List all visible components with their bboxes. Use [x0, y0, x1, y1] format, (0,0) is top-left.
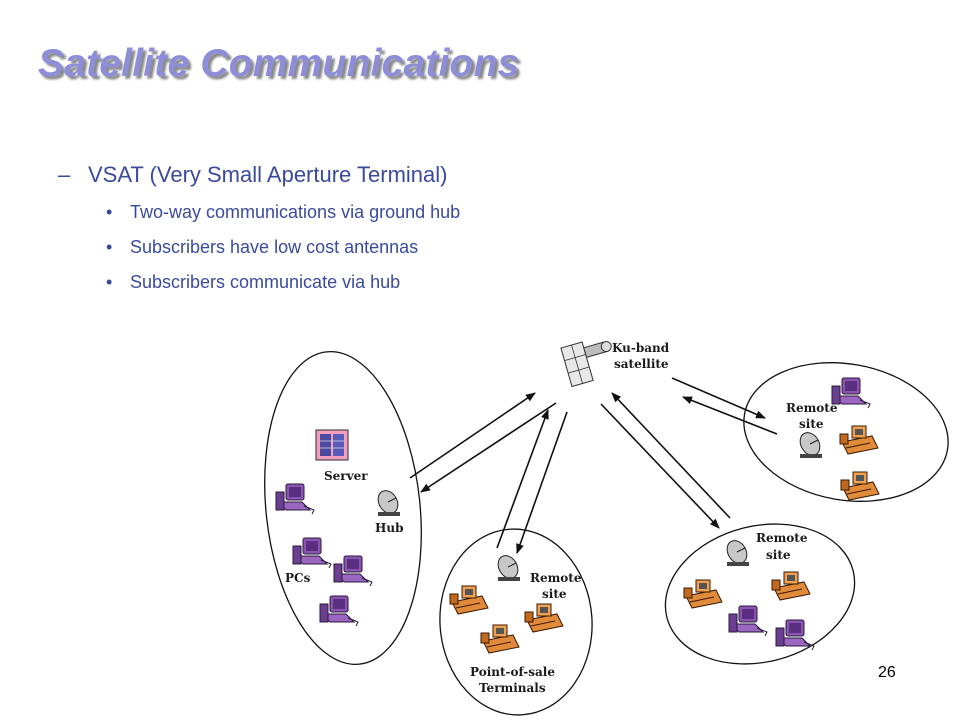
sub-bullet: • Subscribers communicate via hub — [106, 270, 530, 295]
computer-icon — [333, 555, 373, 587]
remote-label-line1: Remote — [786, 401, 838, 415]
pos-terminal-icon — [449, 585, 489, 615]
link-arrow — [516, 411, 568, 554]
dash-marker: – — [58, 162, 71, 187]
pos-label-line2: Terminals — [479, 681, 546, 695]
computer-icon — [831, 377, 871, 409]
satellite-icon — [560, 341, 612, 388]
sub-bullet: • Subscribers have low cost antennas — [106, 235, 530, 260]
bullet-dot: • — [106, 237, 113, 257]
remote-label-line2: site — [766, 548, 791, 562]
link-arrow — [420, 402, 557, 493]
remote-dish-icon — [722, 536, 752, 568]
remote-site-top-ellipse — [743, 362, 949, 502]
sub-bullet-list: • Two-way communications via ground hub •… — [58, 200, 538, 295]
hub-dish-icon — [373, 486, 403, 518]
satellite-label-line2: satellite — [614, 357, 669, 371]
hub-label: Hub — [375, 521, 403, 535]
remote-site-middle-ellipse — [664, 523, 856, 665]
remote-label-line2: site — [542, 587, 567, 601]
remote-dish-icon — [493, 551, 523, 583]
sub-bullet-text: Two-way communications via ground hub — [130, 202, 461, 222]
pos-label-line1: Point-of-sale — [470, 665, 555, 679]
pos-terminal-icon — [771, 571, 811, 601]
pos-terminal-icon — [524, 603, 564, 633]
satellite-label-line1: Ku-band — [612, 341, 670, 355]
link-arrow — [671, 377, 766, 419]
computer-icon — [319, 595, 359, 627]
sub-bullet: • Two-way communications via ground hub — [106, 200, 530, 225]
link-arrow — [682, 396, 778, 435]
sub-bullet-text: Subscribers have low cost antennas — [130, 237, 419, 257]
main-bullet: – VSAT (Very Small Aperture Terminal) — [58, 160, 538, 190]
remote-label-line1: Remote — [756, 531, 808, 545]
link-arrow — [611, 392, 731, 519]
remote-label-line1: Remote — [530, 571, 582, 585]
server-label: Server — [324, 469, 368, 483]
slide-title: Satellite Communications — [38, 42, 520, 85]
computer-icon — [728, 605, 768, 637]
sub-bullet-text: Subscribers communicate via hub — [130, 272, 401, 292]
pos-terminal-icon — [480, 624, 520, 654]
computer-icon — [292, 537, 332, 569]
remote-label-line2: site — [799, 417, 824, 431]
pos-terminal-icon — [839, 425, 879, 455]
computer-icon — [775, 619, 815, 651]
pcs-label: PCs — [285, 571, 311, 585]
server-icon — [315, 429, 349, 461]
page-number: 26 — [878, 664, 896, 681]
bullet-list: – VSAT (Very Small Aperture Terminal) • T… — [58, 160, 538, 305]
pos-terminal-icon — [683, 579, 723, 609]
remote-site-bottom-ellipse — [439, 528, 593, 716]
bullet-dot: • — [106, 272, 113, 292]
pos-terminal-icon — [840, 471, 880, 501]
computer-icon — [275, 483, 315, 515]
remote-dish-icon — [795, 428, 825, 460]
link-arrow — [600, 403, 720, 529]
link-arrow — [409, 392, 536, 479]
hub-site-ellipse — [264, 351, 422, 665]
bullet-dot: • — [106, 202, 113, 222]
main-bullet-text: VSAT (Very Small Aperture Terminal) — [88, 162, 448, 187]
link-arrow — [496, 409, 549, 549]
